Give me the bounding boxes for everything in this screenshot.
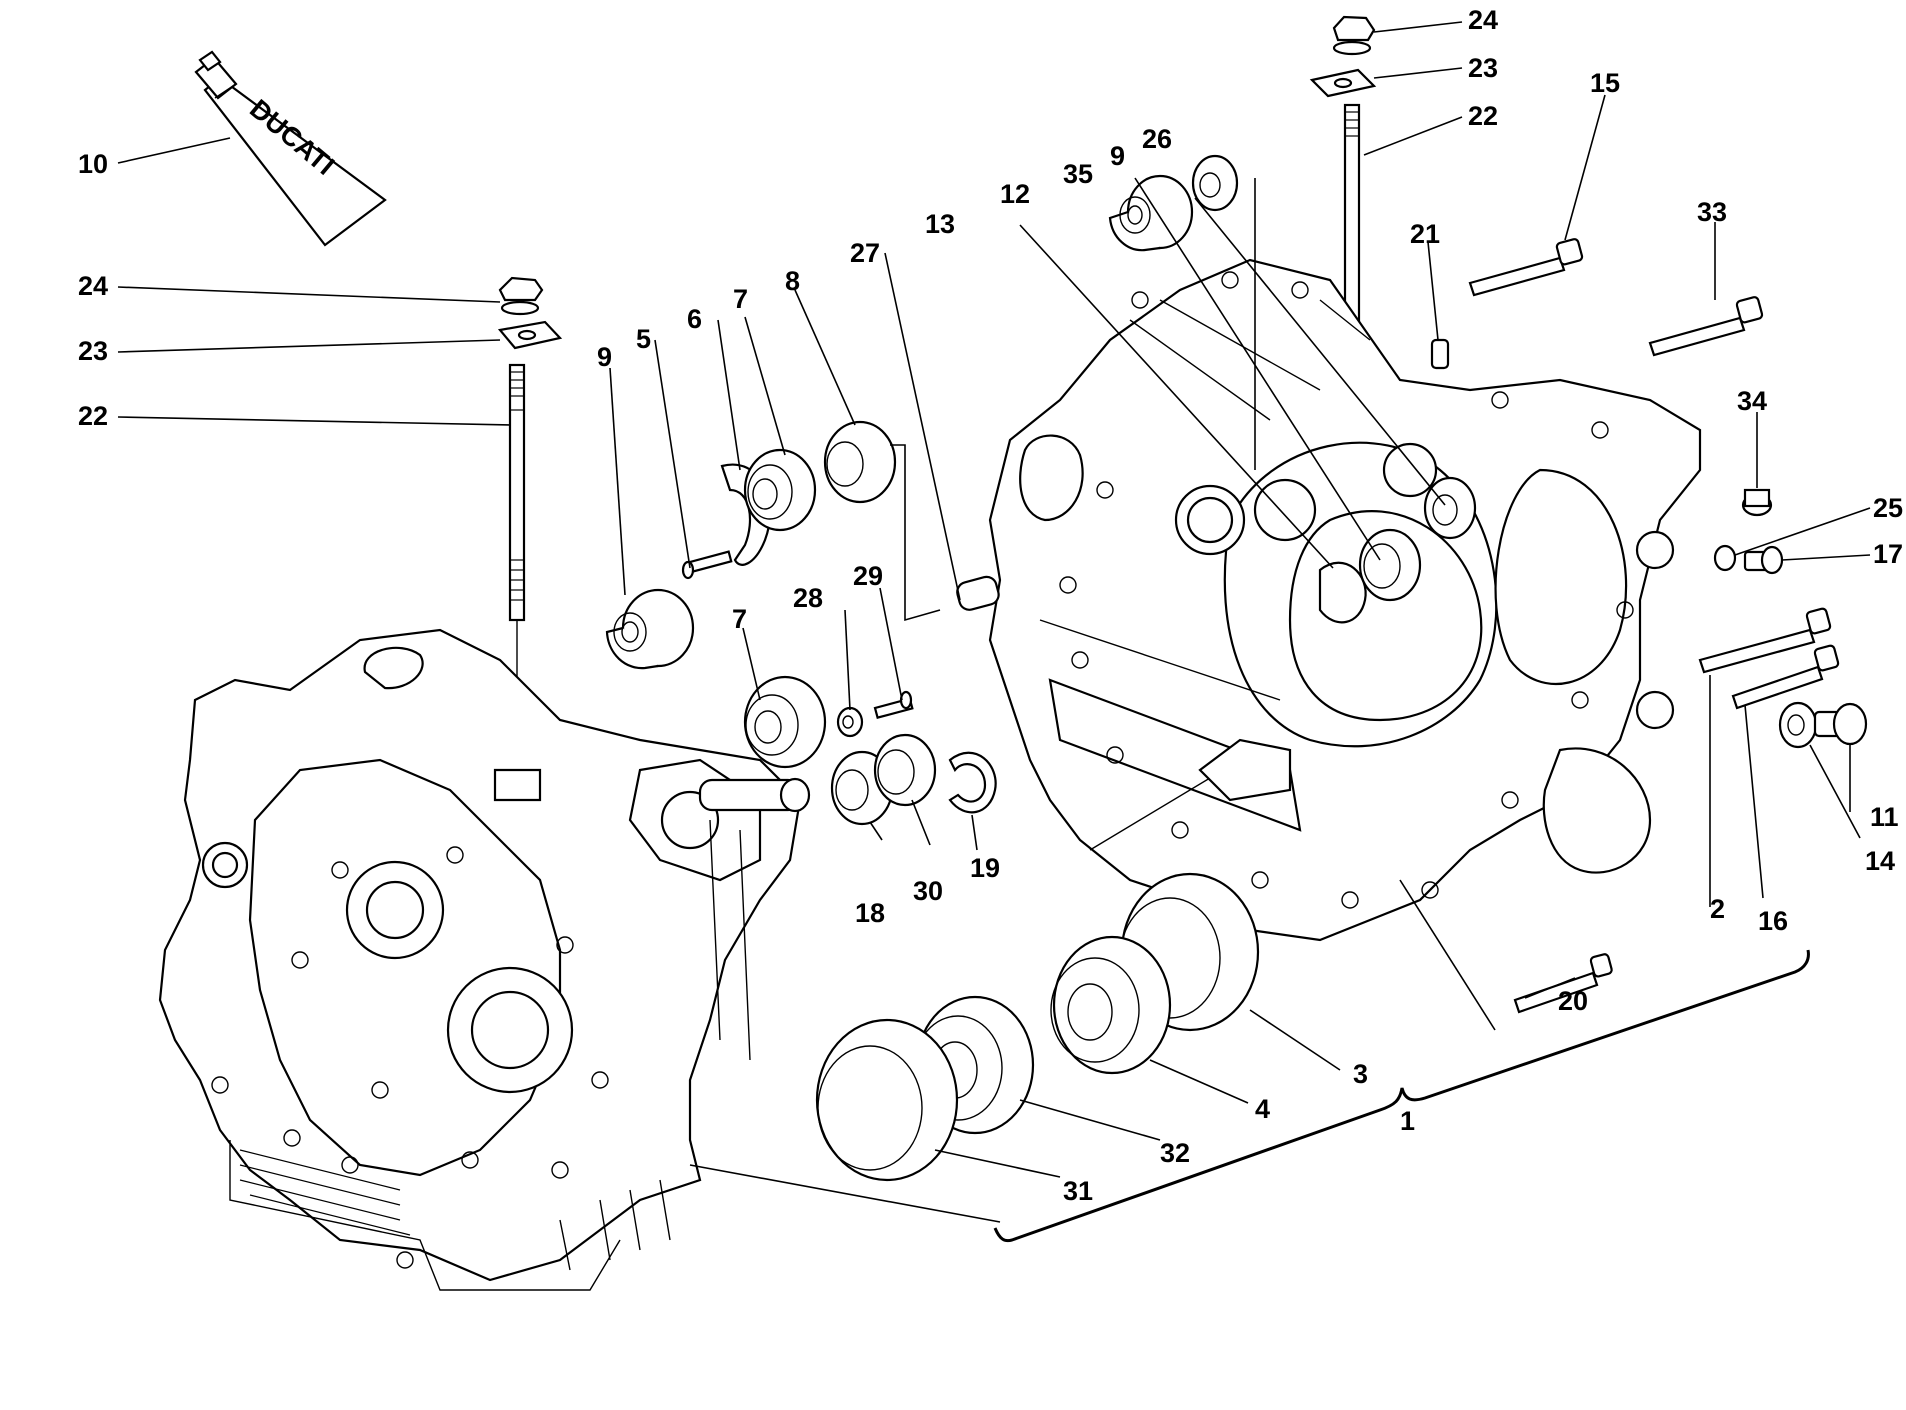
- callout-25: 25: [1873, 493, 1903, 523]
- circlip-13: [1318, 561, 1367, 624]
- right-stud-assembly: [1309, 15, 1377, 395]
- callout-35: 35: [1063, 159, 1093, 189]
- callout-15: 15: [1590, 68, 1620, 98]
- callout-22a: 22: [78, 401, 108, 431]
- callout-33: 33: [1697, 197, 1727, 227]
- callout-4: 4: [1255, 1094, 1270, 1124]
- callout-30: 30: [913, 876, 943, 906]
- callout-19: 19: [970, 853, 1000, 883]
- left-crankcase-half: [158, 628, 811, 1291]
- circlip-19: [948, 751, 997, 814]
- bearing-30: [873, 733, 937, 807]
- loose-parts: [605, 154, 1868, 1182]
- dowel-pin-21: [1430, 338, 1450, 370]
- callout-24a: 24: [78, 271, 108, 301]
- bolt-2: [1698, 607, 1832, 674]
- washer-25: [1713, 544, 1737, 572]
- screw-29: [873, 690, 914, 720]
- callout-29: 29: [853, 561, 883, 591]
- callout-12: 12: [1000, 179, 1030, 209]
- dowel-27: [956, 575, 1000, 611]
- callout-9a: 9: [597, 342, 612, 372]
- callout-7b: 7: [732, 604, 747, 634]
- plug-17: [1743, 545, 1784, 575]
- callout-26: 26: [1142, 124, 1172, 154]
- bearing-9-left: [605, 588, 695, 670]
- screw-5: [681, 550, 733, 580]
- callout-21: 21: [1410, 219, 1440, 249]
- callout-9b: 9: [1110, 141, 1125, 171]
- plug-11: [1813, 702, 1868, 746]
- washer-14: [1778, 701, 1818, 749]
- callout-18: 18: [855, 898, 885, 928]
- callout-17: 17: [1873, 539, 1903, 569]
- callout-3: 3: [1353, 1059, 1368, 1089]
- plug-34: [1741, 488, 1773, 517]
- callout-1: 1: [1400, 1106, 1415, 1136]
- bearing-9-right: [1108, 174, 1194, 252]
- callout-23b: 23: [1468, 53, 1498, 83]
- roller-bearing-4: [1050, 935, 1172, 1075]
- callout-5: 5: [636, 324, 651, 354]
- left-stud-assembly: [497, 276, 563, 740]
- callout-24b: 24: [1468, 5, 1498, 35]
- leader-lines: [117, 21, 1871, 1223]
- bearing-7-lower: [743, 675, 827, 769]
- callout-27: 27: [850, 238, 880, 268]
- bolt-33: [1648, 296, 1764, 357]
- callout-13: 13: [925, 209, 955, 239]
- bearing-12: [1358, 528, 1422, 602]
- callout-23a: 23: [78, 336, 108, 366]
- bolt-15: [1468, 238, 1584, 297]
- callout-32: 32: [1160, 1138, 1190, 1168]
- seal-8: [823, 420, 897, 504]
- callout-22b: 22: [1468, 101, 1498, 131]
- callout-8: 8: [785, 266, 800, 296]
- callout-34: 34: [1737, 386, 1767, 416]
- assembly-bracket: [993, 949, 1810, 1243]
- bearing-7-upper: [743, 448, 817, 532]
- callout-14: 14: [1865, 846, 1895, 876]
- washer-26: [1191, 154, 1239, 212]
- callout-labels: 1 2 3 4 5 6 7 7 8 9 9 10 11 12 13 14 15 …: [78, 5, 1903, 1206]
- callout-28: 28: [793, 583, 823, 613]
- bushing-31: [815, 1018, 959, 1182]
- callout-11: 11: [1870, 802, 1899, 832]
- seal-35: [1423, 476, 1477, 540]
- callout-10: 10: [78, 149, 108, 179]
- bolt-16: [1731, 644, 1840, 710]
- callout-6: 6: [687, 304, 702, 334]
- callout-7a: 7: [733, 284, 748, 314]
- callout-31: 31: [1063, 1176, 1093, 1206]
- sealant-tube: DUCATI: [194, 50, 387, 247]
- callout-16: 16: [1758, 906, 1788, 936]
- callout-2: 2: [1710, 894, 1725, 924]
- callout-20: 20: [1558, 986, 1588, 1016]
- washer-28: [836, 706, 864, 738]
